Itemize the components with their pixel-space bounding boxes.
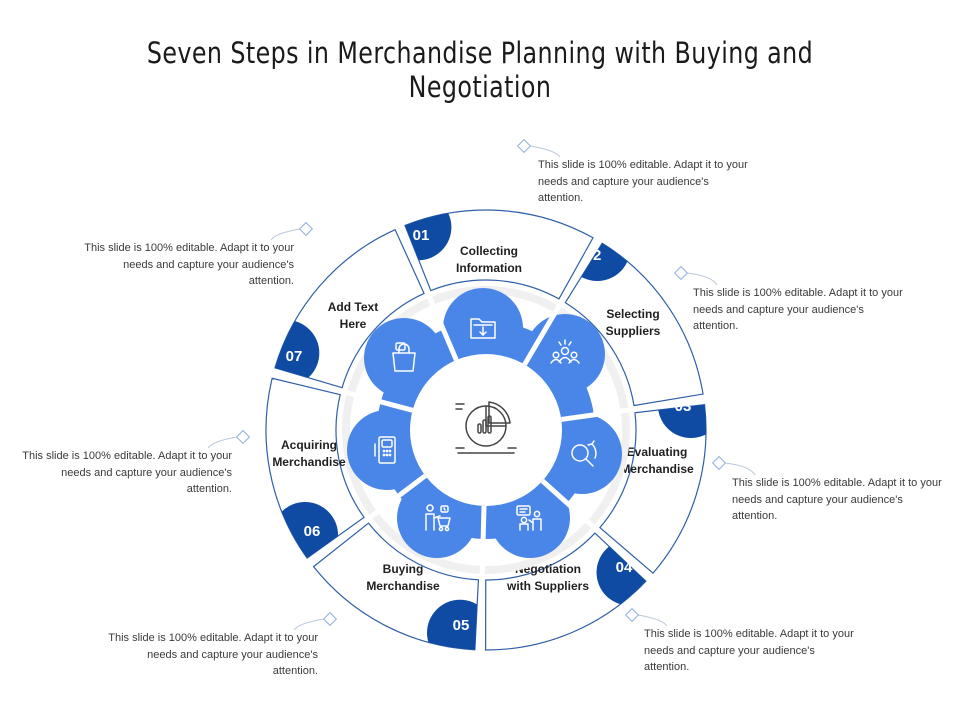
step-07-callout xyxy=(270,221,314,241)
leader-line xyxy=(637,614,668,627)
label-line: Merchandise xyxy=(366,579,440,593)
label-line: Merchandise xyxy=(272,455,346,469)
step-01-description: This slide is 100% editable. Adapt it to… xyxy=(538,159,748,204)
diamond-marker xyxy=(624,607,640,623)
label-line: Collecting xyxy=(460,244,518,258)
step-number: 01 xyxy=(413,227,430,244)
leader-line xyxy=(207,436,238,449)
diamond-marker xyxy=(322,611,338,627)
petal-separator xyxy=(360,473,427,526)
step-02-description: This slide is 100% editable. Adapt it to… xyxy=(693,287,903,332)
label-line: Selecting xyxy=(606,307,659,321)
label-line: Acquiring xyxy=(281,438,337,452)
label-line: Suppliers xyxy=(606,324,661,338)
step-number: 05 xyxy=(453,617,470,634)
step-07-description: This slide is 100% editable. Adapt it to… xyxy=(84,242,294,287)
callout-leaders xyxy=(207,138,756,631)
shopping-bag-icon xyxy=(392,342,416,372)
step-number: 07 xyxy=(286,348,303,365)
petal-separator xyxy=(479,505,487,586)
petal-separator xyxy=(335,387,414,413)
diamond-marker xyxy=(298,221,314,237)
step-04-callout xyxy=(624,607,668,627)
step-05-description: This slide is 100% editable. Adapt it to… xyxy=(108,632,318,677)
magnifier-cycle-icon xyxy=(571,440,597,467)
step-03-description: This slide is 100% editable. Adapt it to… xyxy=(732,477,942,522)
step-02-callout xyxy=(673,265,718,286)
center-hub xyxy=(410,354,562,506)
label-line: Merchandise xyxy=(620,462,694,476)
leader-line xyxy=(686,272,718,286)
leader-line xyxy=(724,462,756,476)
petal-separator xyxy=(560,405,640,422)
label-line: Buying xyxy=(383,562,424,576)
step-06-callout xyxy=(207,429,251,449)
label-line: Information xyxy=(456,261,522,275)
slide-title: Seven Steps in Merchandise Planning with… xyxy=(146,36,814,104)
label-line: Here xyxy=(340,317,367,331)
chart-analytics-icon xyxy=(455,401,517,454)
step-number-badge xyxy=(596,539,646,606)
petal-separator xyxy=(522,295,567,366)
diamond-marker xyxy=(516,138,532,154)
step-03-callout xyxy=(711,455,756,476)
step-number: 06 xyxy=(304,523,321,540)
inner-flower-ring xyxy=(335,286,640,586)
step-04-description: This slide is 100% editable. Adapt it to… xyxy=(644,628,854,673)
step-01-callout xyxy=(516,138,561,158)
step-06-description: This slide is 100% editable. Adapt it to… xyxy=(22,450,232,495)
step-number: 04 xyxy=(616,559,633,576)
step-number: 02 xyxy=(585,247,602,264)
step-number-badge xyxy=(274,320,320,387)
step-03-petal xyxy=(542,414,622,494)
leader-line xyxy=(293,618,325,631)
shopping-cart-icon xyxy=(425,504,451,532)
segment-shape xyxy=(599,404,707,575)
step-05-callout xyxy=(293,611,338,631)
leader-line xyxy=(270,228,301,241)
card-terminal-icon xyxy=(374,436,396,464)
folder-download-icon xyxy=(470,318,496,339)
segment-shape xyxy=(564,242,704,407)
leader-line xyxy=(529,145,561,158)
label-line: Add Text xyxy=(328,300,378,314)
label-line: with Suppliers xyxy=(506,579,589,593)
step-number: 03 xyxy=(675,398,692,415)
petal-separator xyxy=(540,478,603,536)
diamond-marker xyxy=(673,265,689,281)
diamond-marker xyxy=(235,429,251,445)
team-icon xyxy=(550,339,580,364)
label-line: Evaluating xyxy=(627,445,688,459)
diamond-marker xyxy=(711,455,727,471)
meeting-board-icon xyxy=(516,505,542,531)
segment-shape xyxy=(404,209,594,300)
petal-separator xyxy=(423,286,459,362)
step-07-petal xyxy=(364,318,444,398)
